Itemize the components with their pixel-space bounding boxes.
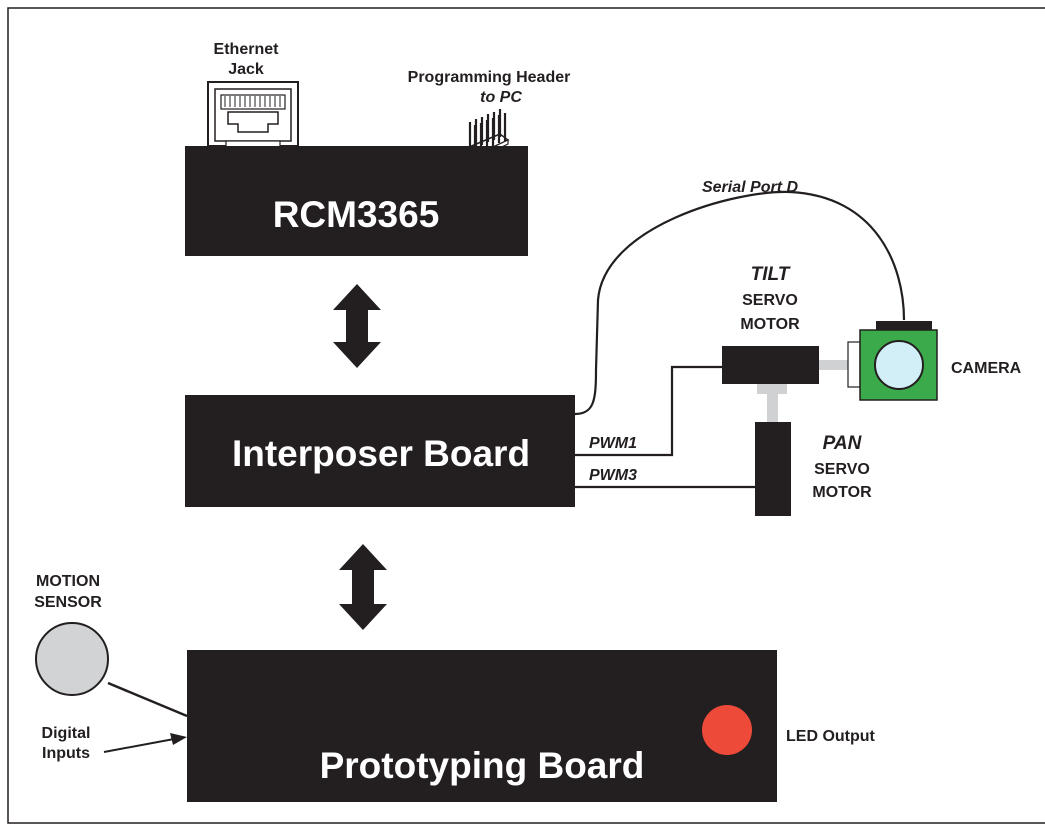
digital-inputs-arrowhead — [170, 733, 187, 745]
programming-header-label-1: Programming Header — [408, 69, 571, 86]
tilt-servo-shaft — [819, 360, 849, 370]
camera — [859, 321, 938, 401]
pan-servo-link — [757, 384, 787, 394]
tilt-motor-label: MOTOR — [740, 316, 800, 333]
ethernet-jack-label-1: Ethernet — [214, 41, 280, 58]
digital-inputs-arrow-line — [103, 738, 175, 753]
serial-cable — [574, 190, 906, 416]
programming-header-label-2: to PC — [480, 89, 522, 106]
tilt-camera-bracket — [847, 341, 861, 388]
ethernet-jack-label-2: Jack — [228, 61, 264, 78]
motion-sensor-wire — [107, 681, 188, 718]
pan-servo-motor — [755, 422, 791, 516]
pwm3-label: PWM3 — [589, 467, 637, 484]
interposer-prototyping-arrow — [339, 544, 387, 630]
led-indicator — [702, 705, 752, 755]
interposer-label: Interposer Board — [232, 433, 530, 474]
motion-sensor-label-2: SENSOR — [34, 594, 102, 611]
digital-inputs-label-2: Inputs — [42, 745, 90, 762]
tilt-servo-motor — [722, 346, 819, 384]
serial-port-label: Serial Port D — [702, 179, 798, 196]
pan-motor-label: MOTOR — [812, 484, 872, 501]
rcm3365-board — [185, 146, 528, 256]
motion-sensor-label-1: MOTION — [36, 573, 100, 590]
tilt-label: TILT — [751, 264, 791, 285]
camera-lens-icon — [874, 340, 924, 390]
led-output-label: LED Output — [786, 728, 876, 745]
prototyping-label: Prototyping Board — [320, 745, 645, 786]
prototyping-board — [187, 650, 777, 802]
ethernet-jack-icon — [207, 81, 299, 148]
tilt-servo-label: SERVO — [742, 292, 798, 309]
camera-label: CAMERA — [951, 360, 1022, 377]
pwm1-wire — [575, 365, 722, 457]
pan-servo-shaft — [767, 394, 778, 422]
interposer-board — [185, 395, 575, 507]
pwm1-label: PWM1 — [589, 435, 637, 452]
rcm-interposer-arrow — [333, 284, 381, 368]
motion-sensor — [35, 622, 109, 696]
pan-label: PAN — [823, 433, 863, 454]
rcm3365-label: RCM3365 — [273, 194, 440, 235]
pan-servo-label: SERVO — [814, 461, 870, 478]
digital-inputs-label-1: Digital — [42, 725, 91, 742]
